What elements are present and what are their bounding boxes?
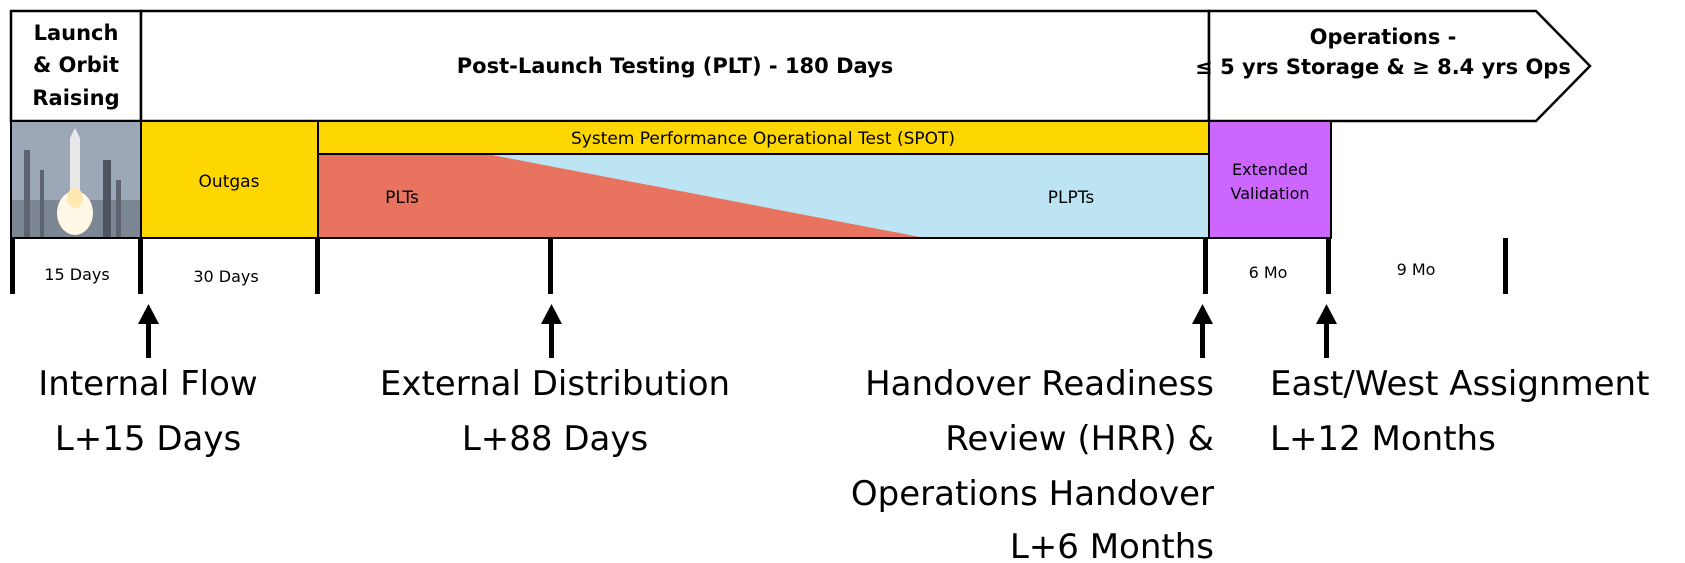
launch-photo <box>10 120 142 239</box>
launch-header-line-2: & Orbit <box>33 53 119 77</box>
duration-6-mo: 6 Mo <box>1249 263 1288 282</box>
timeline-ticks <box>10 238 1508 294</box>
operations-header-line-2: ≤ 5 yrs Storage & ≥ 8.4 yrs Ops <box>1195 55 1571 79</box>
plt-header-box <box>139 9 1211 123</box>
milestone-internal-flow-line-2: L+15 Days <box>55 419 241 459</box>
tick-mark <box>1503 238 1508 294</box>
outgas-box <box>140 120 319 239</box>
tick-mark <box>10 238 15 294</box>
tick-mark <box>138 238 143 294</box>
milestone-hrr-line-2: Review (HRR) & <box>945 419 1214 459</box>
arrow-up-icon <box>1192 304 1213 358</box>
arrow-up-icon <box>138 304 159 358</box>
extended-validation-line-2: Validation <box>1230 184 1309 203</box>
plpts-label: PLPTs <box>1048 188 1095 208</box>
outgas-label: Outgas <box>199 172 260 192</box>
tick-mark <box>1203 238 1208 294</box>
extended-validation-box <box>1208 120 1332 239</box>
launch-header-box <box>9 9 143 123</box>
milestone-external-distribution-line-1: External Distribution <box>380 364 730 404</box>
milestone-external-distribution-line-2: L+88 Days <box>462 419 648 459</box>
plt-header-title: Post-Launch Testing (PLT) - 180 Days <box>457 54 894 78</box>
plts-label: PLTs <box>385 188 419 208</box>
arrow-up-icon <box>541 304 562 358</box>
launch-header-line-1: Launch <box>34 21 119 45</box>
duration-15-days: 15 Days <box>44 265 109 284</box>
milestone-east-west-line-2: L+12 Months <box>1270 419 1496 459</box>
milestone-hrr-line-3: Operations Handover <box>851 474 1214 514</box>
tick-mark <box>1326 238 1331 294</box>
launch-header-line-3: Raising <box>32 86 119 110</box>
tick-mark <box>315 238 320 294</box>
duration-30-days: 30 Days <box>193 267 258 286</box>
spot-label: System Performance Operational Test (SPO… <box>571 129 955 149</box>
milestone-east-west-line-1: East/West Assignment <box>1270 364 1649 404</box>
arrow-up-icon <box>1316 304 1337 358</box>
tick-mark <box>548 238 553 294</box>
milestone-hrr-line-4: L+6 Months <box>1010 527 1214 563</box>
operations-header-line-1: Operations - <box>1310 25 1457 49</box>
milestone-hrr-line-1: Handover Readiness <box>865 364 1214 404</box>
operations-header-arrow <box>1207 9 1592 123</box>
plts-wedge <box>319 155 920 237</box>
extended-validation-line-1: Extended <box>1232 160 1308 179</box>
milestone-internal-flow-line-1: Internal Flow <box>38 364 257 404</box>
milestone-arrows <box>138 304 1337 358</box>
duration-9-mo: 9 Mo <box>1397 260 1436 279</box>
